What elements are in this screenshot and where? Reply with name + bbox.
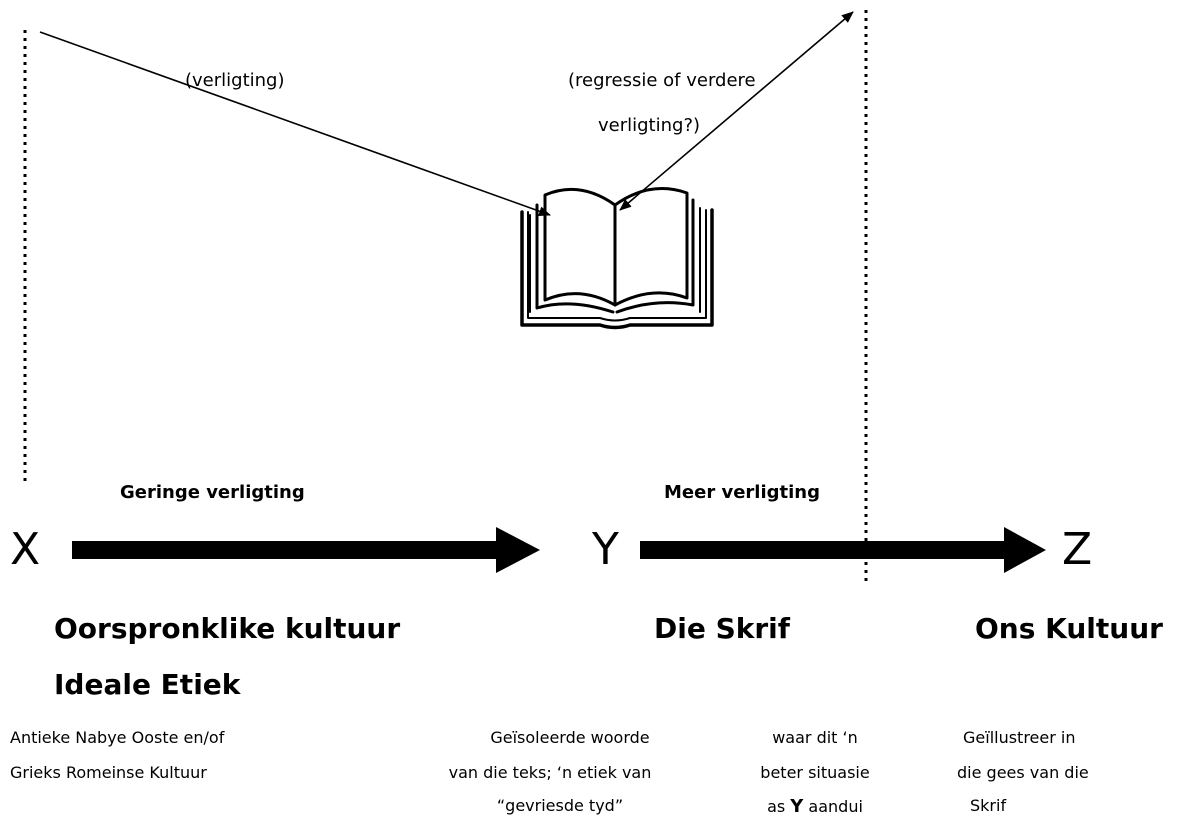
y-to-z-arrow [640,527,1046,573]
z-heading: Ons Kultuur [975,612,1163,645]
x-heading-line2: Ideale Etiek [54,668,241,701]
z-description-line3: Skrif [970,796,1007,815]
point-x-label: X [10,524,41,575]
low-enlightenment-label: Geringe verligting [120,482,305,503]
better-situation-y: Y [790,796,804,817]
x-description-line2: Grieks Romeinse Kultuur [10,763,207,782]
y-description-line2: van die teks; ‘n etiek van [448,763,652,782]
y-heading: Die Skrif [654,612,790,645]
z-description-line1: Geïllustreer in [963,728,1076,747]
x-to-y-arrow [72,527,540,573]
left-arrow-label: (verligting) [185,70,285,91]
better-situation-line1: waar dit ‘n [772,728,858,747]
regression-arrow [619,11,854,211]
x-heading-line1: Oorspronklike kultuur [54,612,401,645]
better-situation-pre: as [767,797,791,816]
open-book-icon [520,187,714,330]
point-y-label: Y [592,524,619,575]
right-arrow-label-line2: verligting?) [598,115,701,136]
point-z-label: Z [1062,524,1093,575]
better-situation-line3: as Y aandui [750,798,880,816]
x-description-line1: Antieke Nabye Ooste en/of [10,728,225,747]
better-situation-line2: beter situasie [760,763,870,782]
y-description-line1: Geïsoleerde woorde [490,728,650,747]
z-description-line2: die gees van die [957,763,1089,782]
y-description-line3: “gevriesde tyd” [496,796,624,815]
enlightenment-arrow [39,31,551,216]
right-arrow-label-line1: (regressie of verdere [568,70,756,91]
more-enlightenment-label: Meer verligting [664,482,820,503]
better-situation-post: aandui [803,797,863,816]
